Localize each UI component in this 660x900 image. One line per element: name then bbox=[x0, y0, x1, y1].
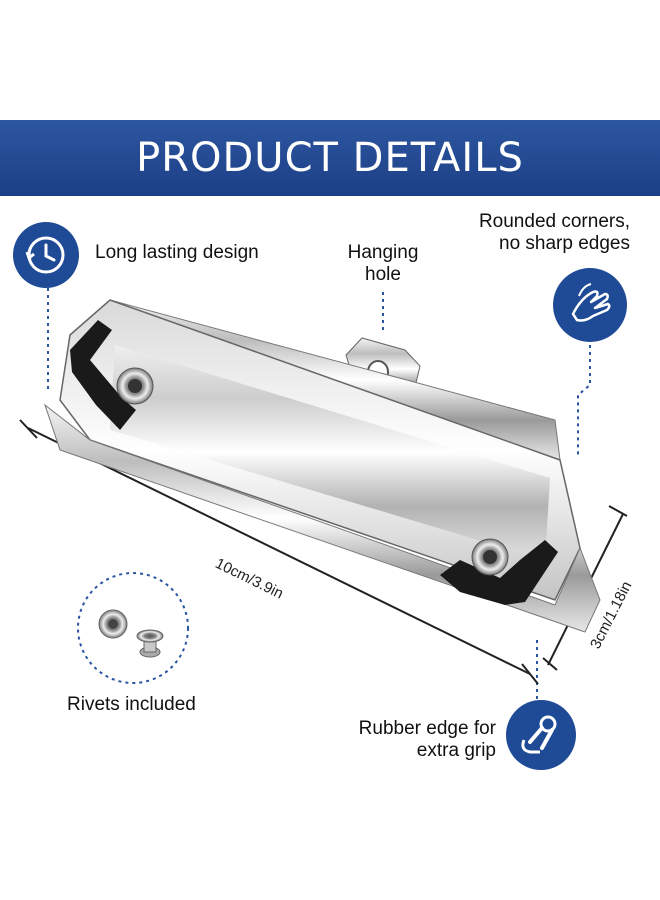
rounded-line2: no sharp edges bbox=[499, 233, 630, 254]
feature-rounded-corners: Rounded corners, no sharp edges bbox=[430, 211, 630, 255]
rubber-corners bbox=[70, 320, 558, 605]
callout-connectors bbox=[47, 288, 591, 700]
hand-touch-icon bbox=[553, 268, 627, 342]
rubber-line1: Rubber edge for bbox=[358, 718, 496, 739]
feature-long-lasting: Long lasting design bbox=[95, 242, 259, 263]
rubber-line2: extra grip bbox=[416, 740, 496, 761]
feature-rivets: Rivets included bbox=[67, 694, 196, 715]
feature-rubber-edge: Rubber edge for extra grip bbox=[330, 718, 496, 762]
hand-grip-icon bbox=[506, 700, 576, 770]
hanging-hole-line1: Hanging bbox=[347, 242, 419, 263]
loose-rivets bbox=[98, 609, 164, 658]
rounded-line1: Rounded corners, bbox=[478, 211, 630, 232]
hanging-hole-line2: hole bbox=[365, 264, 401, 285]
rivets-circle bbox=[77, 572, 189, 684]
dimension-lines bbox=[19, 419, 628, 685]
feature-hanging-hole: Hanging hole bbox=[330, 242, 436, 286]
header-banner: PRODUCT DETAILS bbox=[0, 120, 660, 196]
banner-title: PRODUCT DETAILS bbox=[136, 135, 524, 181]
clock-history-icon bbox=[13, 222, 79, 288]
